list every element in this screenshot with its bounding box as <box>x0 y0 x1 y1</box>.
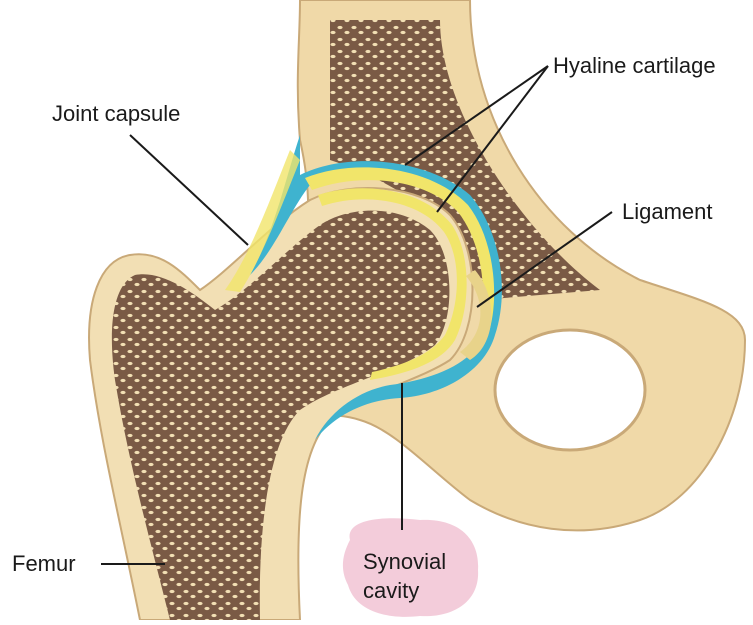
label-joint-capsule: Joint capsule <box>52 101 180 126</box>
label-femur: Femur <box>12 551 76 576</box>
label-hyaline-cartilage: Hyaline cartilage <box>553 53 716 78</box>
leader-joint-capsule <box>130 135 248 245</box>
label-synovial-line2: cavity <box>363 578 419 603</box>
label-ligament: Ligament <box>622 199 713 224</box>
label-synovial-line1: Synovial <box>363 549 446 574</box>
obturator-foramen <box>495 330 645 450</box>
